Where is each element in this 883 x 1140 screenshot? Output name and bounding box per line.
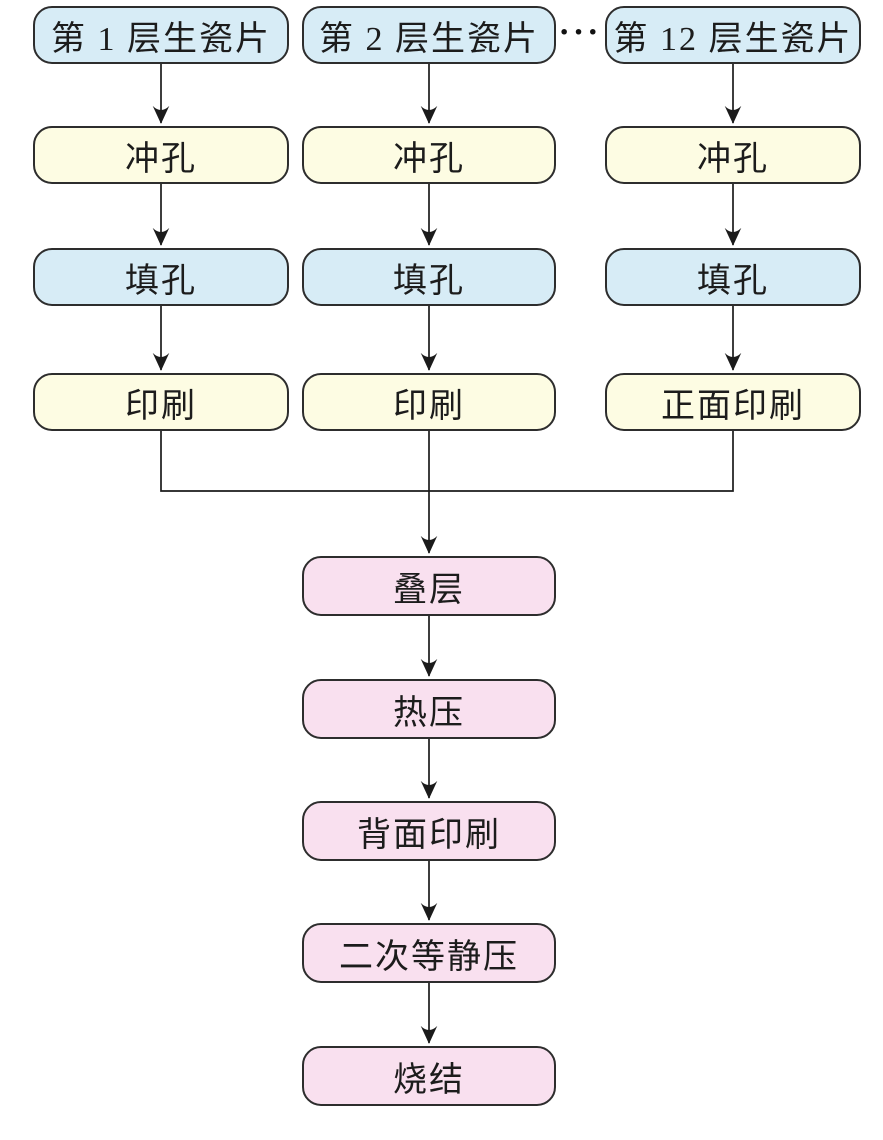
node-fill-12: 填孔 xyxy=(605,248,861,306)
node-stacking: 叠层 xyxy=(302,556,556,616)
node-sintering: 烧结 xyxy=(302,1046,556,1106)
node-layer-2: 第 2 层生瓷片 xyxy=(302,6,556,64)
node-punch-12: 冲孔 xyxy=(605,126,861,184)
node-back-print: 背面印刷 xyxy=(302,801,556,861)
node-punch-2: 冲孔 xyxy=(302,126,556,184)
node-layer-12: 第 12 层生瓷片 xyxy=(605,6,861,64)
node-fill-2: 填孔 xyxy=(302,248,556,306)
node-layer-1: 第 1 层生瓷片 xyxy=(33,6,289,64)
merge-connector xyxy=(160,431,734,492)
node-front-print-12: 正面印刷 xyxy=(605,373,861,431)
node-punch-1: 冲孔 xyxy=(33,126,289,184)
node-isostatic-press: 二次等静压 xyxy=(302,923,556,983)
more-layers-ellipsis: ··· xyxy=(558,14,602,51)
node-fill-1: 填孔 xyxy=(33,248,289,306)
node-print-1: 印刷 xyxy=(33,373,289,431)
node-hot-press: 热压 xyxy=(302,679,556,739)
node-print-2: 印刷 xyxy=(302,373,556,431)
